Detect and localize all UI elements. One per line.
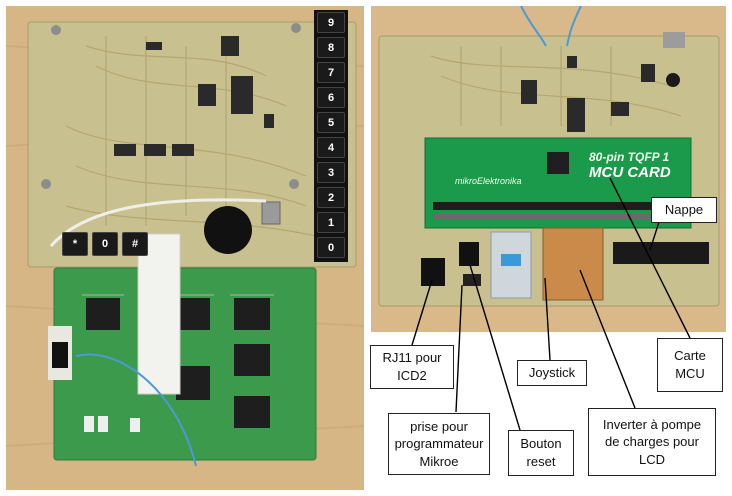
- mcu-card-subtitle: MCU CARD: [589, 164, 671, 181]
- right-photo-drawing: [371, 6, 726, 332]
- keypad-key: 1: [317, 212, 345, 233]
- callout-bouton-reset: Bouton reset: [508, 430, 574, 476]
- keypad-key: 6: [317, 87, 345, 108]
- keypad-key: 3: [317, 162, 345, 183]
- keypad-key: 5: [317, 112, 345, 133]
- keypad-key: 7: [317, 62, 345, 83]
- mcu-card-title: 80-pin TQFP 1: [589, 150, 670, 164]
- bottom-key: 0: [92, 232, 118, 256]
- brand-label: mikroElektronika: [455, 176, 522, 186]
- joystick-knob: [204, 206, 252, 254]
- bottom-key: #: [122, 232, 148, 256]
- keypad-key: 2: [317, 187, 345, 208]
- left-photo-drawing: [6, 6, 364, 490]
- callout-prise: prise pour programmateur Mikroe: [388, 413, 490, 475]
- callout-carte-mcu: Carte MCU: [657, 338, 723, 392]
- keypad-key: 0: [317, 237, 345, 258]
- bottom-key: *: [62, 232, 88, 256]
- callout-joystick: Joystick: [517, 360, 587, 386]
- keypad-key: 4: [317, 137, 345, 158]
- callout-nappe: Nappe: [651, 197, 717, 223]
- keypad-key: 8: [317, 37, 345, 58]
- callout-inverter: Inverter à pompe de charges pour LCD: [588, 408, 716, 476]
- keypad-key: 9: [317, 12, 345, 33]
- right-photo: 80-pin TQFP 1 MCU CARD mikroElektronika: [371, 6, 726, 332]
- callout-rj11: RJ11 pour ICD2: [370, 345, 454, 389]
